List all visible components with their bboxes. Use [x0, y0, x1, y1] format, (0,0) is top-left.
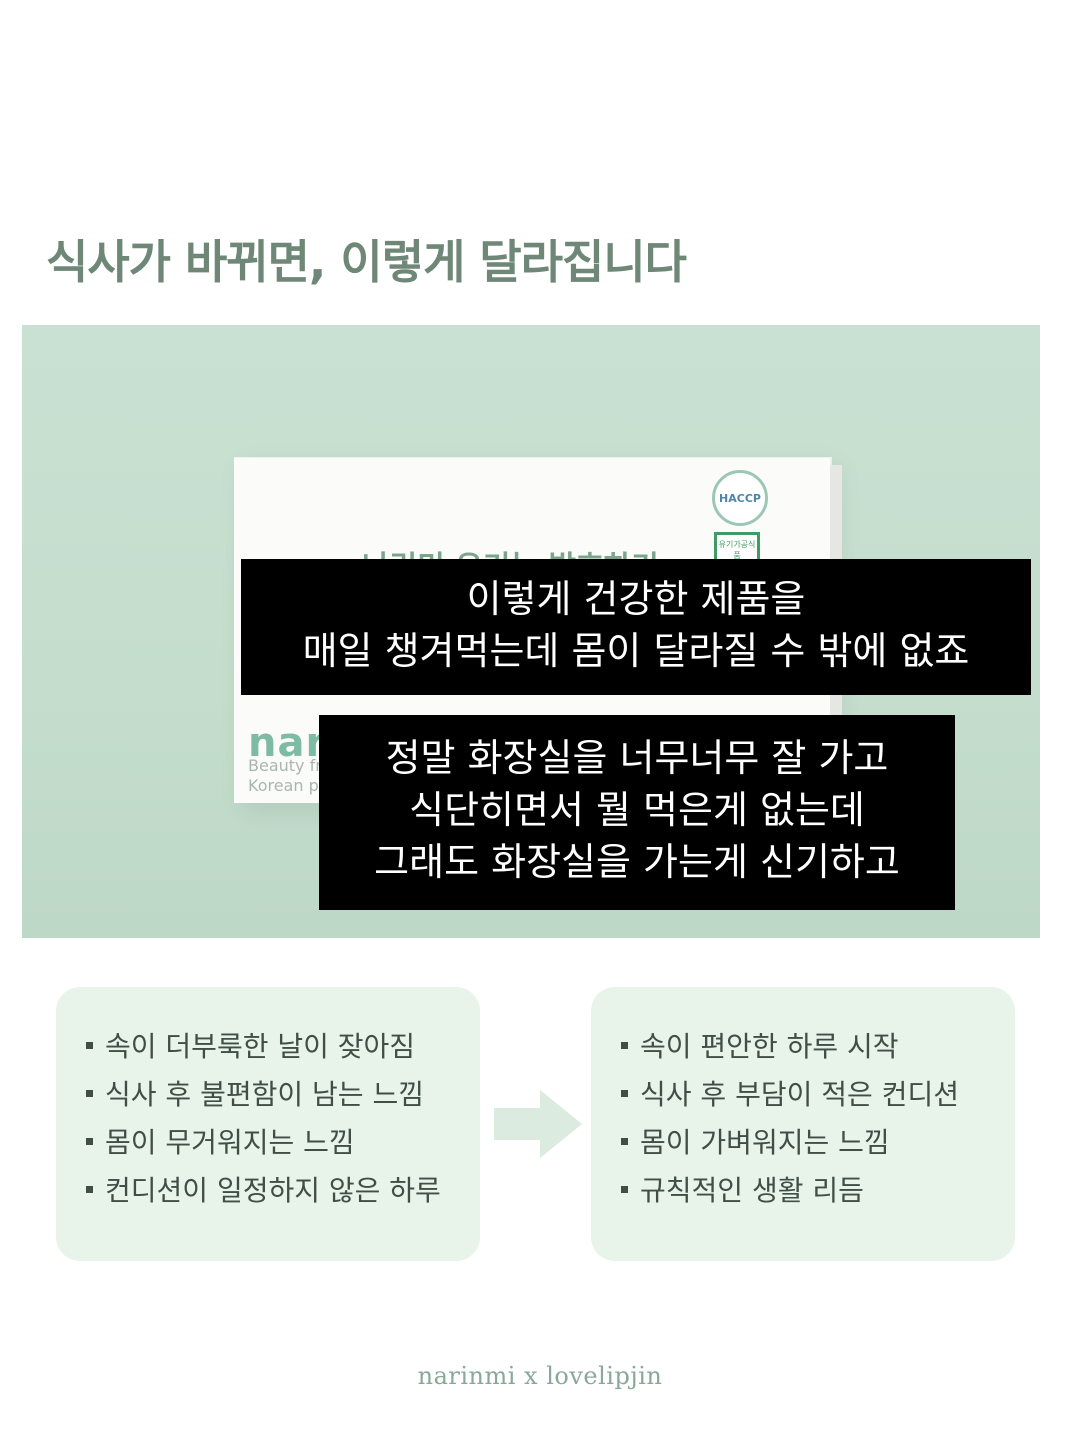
list-item-text: 식사 후 불편함이 남는 느낌 — [105, 1078, 424, 1111]
bullet-icon — [621, 1041, 628, 1049]
brand-subtitle: Beauty fr Korean p — [248, 756, 322, 795]
caption-line: 식단히면서 뭘 먹은게 없는데 — [409, 788, 865, 832]
caption-first: 이렇게 건강한 제품을 매일 챙겨먹는데 몸이 달라질 수 밖에 없죠 — [241, 559, 1031, 695]
before-card: 속이 더부룩한 날이 잦아짐 식사 후 불편함이 남는 느낌 몸이 무거워지는 … — [56, 987, 480, 1261]
footer-credit: narinmi x lovelipjin — [417, 1362, 663, 1390]
list-item-text: 몸이 무거워지는 느낌 — [105, 1126, 355, 1159]
list-item: 컨디션이 일정하지 않은 하루 — [86, 1167, 480, 1215]
list-item-text: 속이 더부룩한 날이 잦아짐 — [105, 1030, 416, 1063]
caption-line: 그래도 화장실을 가는게 신기하고 — [374, 840, 900, 884]
bullet-icon — [86, 1041, 93, 1049]
bullet-icon — [86, 1137, 93, 1145]
before-list: 속이 더부룩한 날이 잦아짐 식사 후 불편함이 남는 느낌 몸이 무거워지는 … — [86, 1023, 480, 1215]
list-item-text: 컨디션이 일정하지 않은 하루 — [105, 1174, 441, 1207]
list-item-text: 식사 후 부담이 적은 컨디션 — [640, 1078, 959, 1111]
list-item-text: 몸이 가벼워지는 느낌 — [640, 1126, 890, 1159]
arrow-right-icon — [494, 1090, 582, 1158]
after-card: 속이 편안한 하루 시작 식사 후 부담이 적은 컨디션 몸이 가벼워지는 느낌… — [591, 987, 1015, 1261]
haccp-badge: HACCP — [712, 470, 768, 526]
list-item: 몸이 가벼워지는 느낌 — [621, 1119, 1015, 1167]
caption-line: 매일 챙겨먹는데 몸이 달라질 수 밖에 없죠 — [302, 629, 970, 673]
bullet-icon — [621, 1137, 628, 1145]
list-item-text: 속이 편안한 하루 시작 — [640, 1030, 899, 1063]
list-item-text: 규칙적인 생활 리듬 — [640, 1174, 864, 1207]
list-item: 속이 편안한 하루 시작 — [621, 1023, 1015, 1071]
after-list: 속이 편안한 하루 시작 식사 후 부담이 적은 컨디션 몸이 가벼워지는 느낌… — [621, 1023, 1015, 1215]
bullet-icon — [621, 1185, 628, 1193]
caption-line: 이렇게 건강한 제품을 — [466, 577, 806, 621]
caption-second: 정말 화장실을 너무너무 잘 가고 식단히면서 뭘 먹은게 없는데 그래도 화장… — [319, 715, 955, 910]
brand-logo: nar — [248, 720, 327, 766]
page-headline: 식사가 바뀌면, 이렇게 달라집니다 — [46, 235, 687, 289]
bullet-icon — [86, 1185, 93, 1193]
list-item: 속이 더부룩한 날이 잦아짐 — [86, 1023, 480, 1071]
bullet-icon — [86, 1089, 93, 1097]
list-item: 몸이 무거워지는 느낌 — [86, 1119, 480, 1167]
list-item: 식사 후 불편함이 남는 느낌 — [86, 1071, 480, 1119]
list-item: 규칙적인 생활 리듬 — [621, 1167, 1015, 1215]
list-item: 식사 후 부담이 적은 컨디션 — [621, 1071, 1015, 1119]
caption-line: 정말 화장실을 너무너무 잘 가고 — [385, 736, 889, 780]
bullet-icon — [621, 1089, 628, 1097]
